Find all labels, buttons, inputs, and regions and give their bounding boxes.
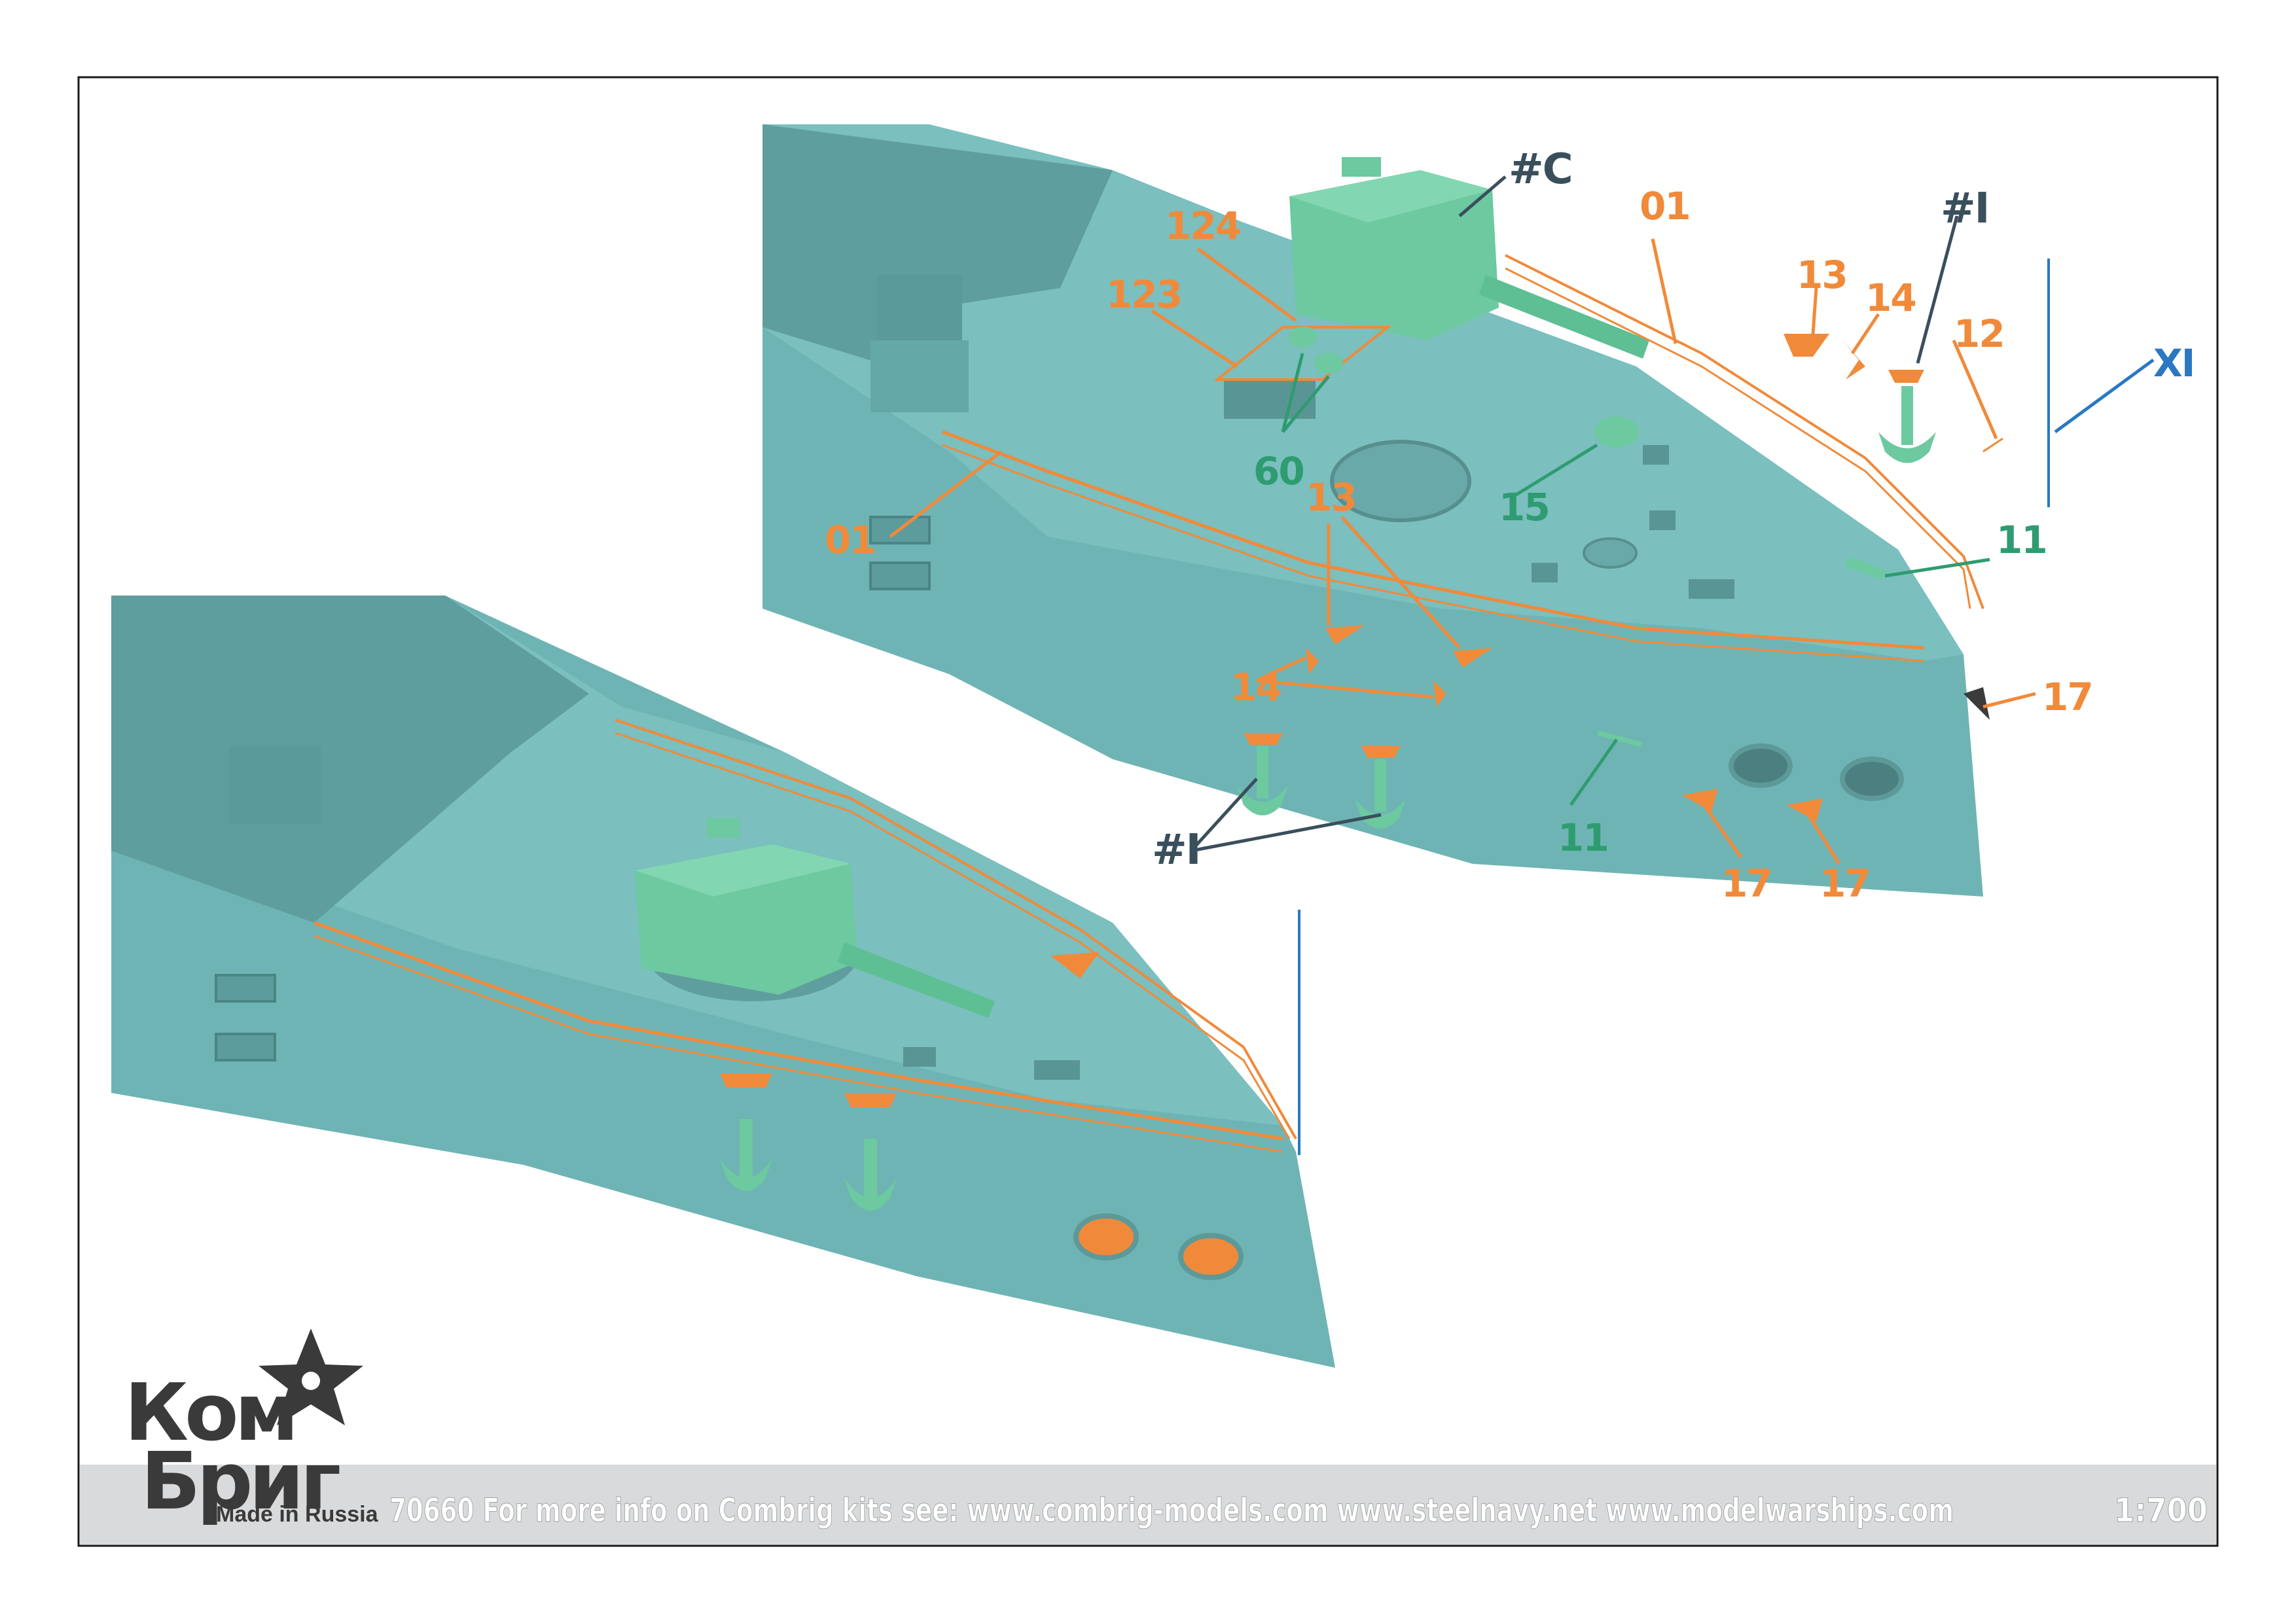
- deck-bitts-2: [1649, 510, 1676, 530]
- hawse-hole-2: [1840, 757, 1904, 801]
- gun-port-2: [869, 562, 931, 590]
- callout-C: #C: [1509, 145, 1572, 194]
- part-17-b: [1787, 798, 1823, 821]
- part-17-a: [1682, 789, 1718, 812]
- callout-17-c: 17: [2042, 675, 2092, 719]
- anchor-assembled-2: [844, 1093, 897, 1211]
- part-11-a: [1845, 556, 1886, 580]
- hawse-hole-1: [1729, 743, 1793, 788]
- logo-line2: Бриг: [141, 1436, 339, 1527]
- assembled-gun-port-2: [215, 1033, 276, 1061]
- railing-platform: [1213, 326, 1391, 381]
- part-17-c: [1964, 687, 1990, 720]
- assembled-view: [111, 596, 1335, 1368]
- assembled-deck-house: [229, 746, 321, 825]
- assembled-hawse-2: [1178, 1233, 1244, 1280]
- part-12: [1982, 437, 2003, 453]
- callout-I-bottom: #I: [1152, 826, 1200, 874]
- logo-line1: Ком: [124, 1368, 295, 1459]
- footer-band: [80, 1465, 2216, 1544]
- assembled-part-13: [1050, 952, 1100, 978]
- callout-13-top: 13: [1797, 253, 1847, 297]
- assembled-hawse-1: [1073, 1213, 1139, 1260]
- star-emblem-icon: [302, 1372, 320, 1390]
- callout-124: 124: [1165, 204, 1240, 248]
- logo-made-in: Made in Russia: [216, 1502, 379, 1527]
- callout-60: 60: [1253, 449, 1304, 493]
- callout-12: 12: [1954, 312, 2004, 356]
- railing-side: [942, 430, 1925, 650]
- assembled-gun-port-1: [215, 974, 276, 1003]
- combrig-logo: Ком Бриг Made in Russia: [124, 1329, 379, 1527]
- part-13-top: [1784, 334, 1829, 357]
- part-11-b: [1597, 730, 1643, 747]
- callout-I-top: #I: [1941, 185, 1988, 233]
- part-15: [1594, 416, 1639, 448]
- callout-15: 15: [1499, 485, 1549, 529]
- part-14-top: [1842, 340, 1865, 380]
- anchor-assembled-1: [720, 1073, 772, 1191]
- callout-01-left: 01: [825, 518, 875, 562]
- callout-17-b: 17: [1820, 861, 1870, 906]
- callout-14-mid: 14: [1230, 665, 1281, 709]
- anchor-exploded-1: [1237, 733, 1288, 815]
- callout-17-a: 17: [1721, 861, 1772, 906]
- callout-labels: 01 01 124 123 60 13 15 14 #I 11 17 17 17…: [825, 145, 2195, 906]
- assembled-grating: [1034, 1060, 1080, 1080]
- anchor-exploded-2: [1355, 746, 1406, 829]
- vent-60-a: [1288, 327, 1317, 348]
- part-14-a: [1306, 648, 1319, 674]
- callout-11-right: 11: [1996, 518, 2047, 562]
- deck-house-2: [870, 340, 969, 412]
- callout-01-top: 01: [1640, 184, 1690, 228]
- deck-ring: [1583, 537, 1638, 569]
- callout-123: 123: [1106, 272, 1181, 317]
- deck-bitts-3: [1532, 563, 1558, 582]
- footer-info: 70660 For more info on Combrig kits see:…: [389, 1491, 1954, 1529]
- exploded-view: [762, 124, 2050, 897]
- assembled-superstructure: [111, 596, 589, 923]
- anchor-exploded-3: [1878, 370, 1936, 463]
- deck-house: [877, 275, 962, 347]
- leader-lines: [889, 175, 2155, 865]
- part-13-b: [1453, 648, 1492, 668]
- footer-scale: 1:700: [2114, 1491, 2208, 1529]
- capstan-base: [1224, 380, 1316, 419]
- deck-bitts-1: [1643, 445, 1669, 465]
- deck-hatch: [1330, 440, 1471, 522]
- callout-11-bottom: 11: [1558, 815, 1608, 860]
- vent-60-b: [1314, 353, 1343, 374]
- callout-XI: XI: [2153, 341, 2194, 385]
- railing-bow-lower: [1505, 267, 1971, 609]
- assembled-railing-bow: [615, 719, 1297, 1139]
- railing-side-lower: [942, 444, 1925, 662]
- part-14-b: [1433, 681, 1446, 707]
- part-13-a: [1325, 625, 1365, 645]
- assembled-railing-bow-lower: [615, 732, 1291, 1139]
- turret-assembled: [635, 818, 995, 1018]
- deck-grating: [1689, 579, 1734, 599]
- turret-exploded: [1289, 157, 1649, 359]
- exploded-superstructure: [762, 124, 1113, 366]
- assembled-railing-side: [314, 921, 1283, 1141]
- railing-bow: [1505, 254, 1984, 609]
- callout-14-top: 14: [1865, 276, 1916, 320]
- assembled-railing-side-lower: [314, 935, 1283, 1153]
- callout-13-mid: 13: [1306, 475, 1356, 520]
- assembled-bitts: [903, 1047, 936, 1067]
